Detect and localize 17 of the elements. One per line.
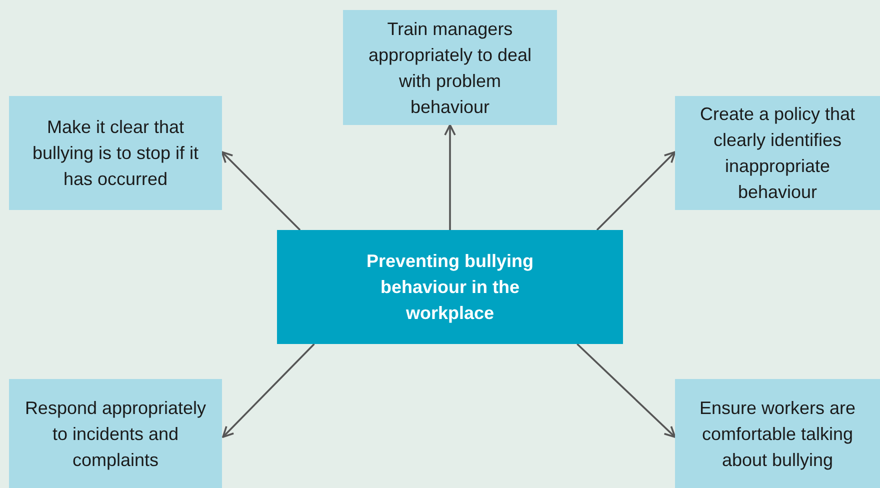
topic-text: Preventing bullying behaviour in the workplace [365, 250, 535, 325]
measure-text: Respond appropriately to incidents and complaints [24, 396, 208, 472]
arrow [576, 343, 676, 438]
measure-box [343, 10, 557, 125]
central-topic-box [277, 230, 623, 344]
measure-box [675, 96, 880, 210]
arrow [221, 151, 301, 231]
measure-text: Train managers appropriately to deal with problem behaviour [367, 18, 533, 118]
arrow [222, 343, 315, 438]
arrow [596, 151, 676, 231]
measure-box [9, 96, 222, 210]
measure-text: Make it clear that bullying is to stop if it has occurred [31, 116, 200, 191]
measure-text: Ensure workers are comfortable talking about bullying [698, 396, 857, 472]
measure-box [9, 379, 222, 488]
arrow [444, 124, 456, 230]
measure-box [675, 379, 880, 488]
measure-text: Create a policy that clearly identifies inappropriate behaviour [698, 103, 856, 204]
